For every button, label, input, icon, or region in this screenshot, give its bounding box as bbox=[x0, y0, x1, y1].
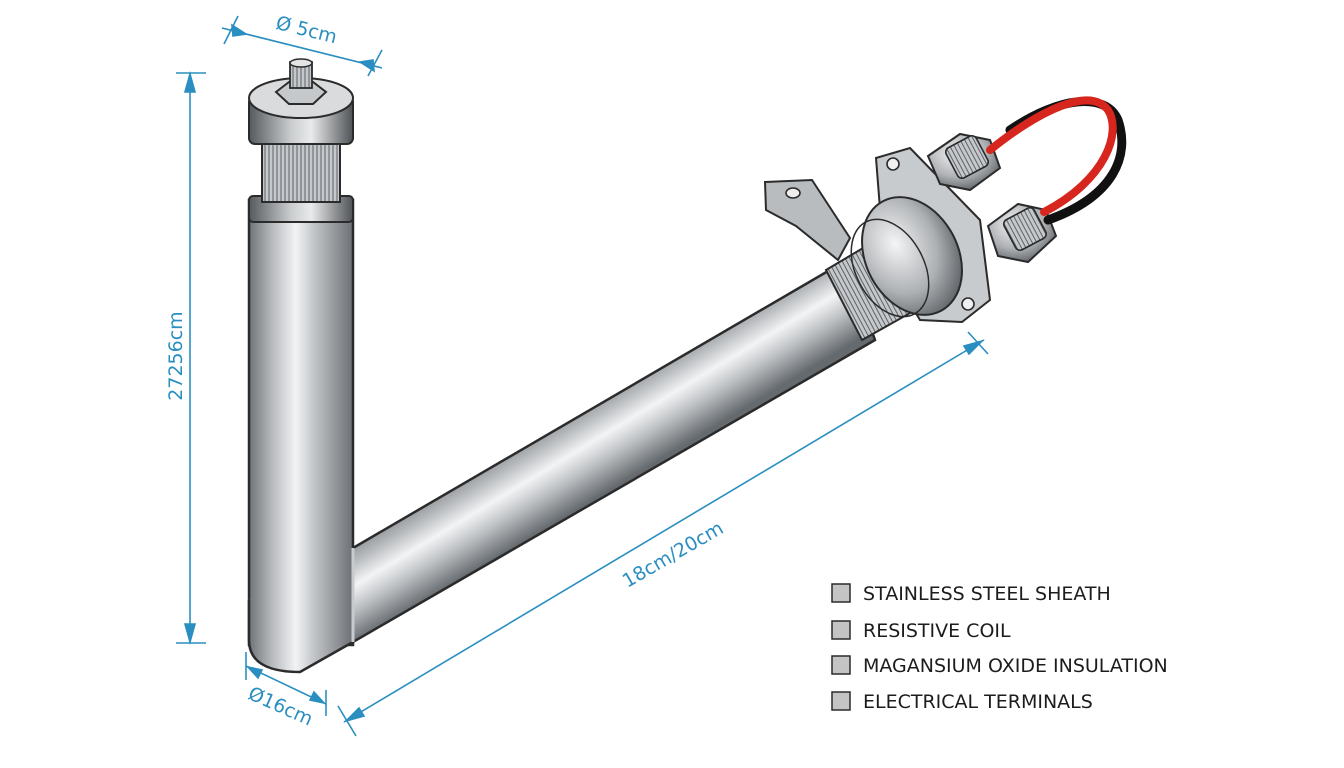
length-line bbox=[343, 339, 985, 723]
legend-swatch bbox=[831, 691, 851, 711]
legend: STAINLESS STEEL SHEATH RESISTIVE COIL MA… bbox=[831, 583, 1168, 713]
flange-body bbox=[861, 196, 963, 316]
legend-swatch bbox=[831, 620, 851, 640]
legend-swatch bbox=[831, 655, 851, 675]
dimension-lines bbox=[176, 15, 989, 737]
legend-item: MAGANSIUM OXIDE INSULATION bbox=[831, 655, 1168, 677]
bottom-diameter-label: Ø16cm bbox=[245, 683, 316, 731]
upper-gland-fitting bbox=[926, 132, 1002, 192]
heater-tube bbox=[247, 198, 877, 674]
legend-label: RESISTIVE COIL bbox=[863, 620, 1011, 642]
legend-swatch bbox=[831, 583, 851, 603]
legend-label: MAGANSIUM OXIDE INSULATION bbox=[863, 655, 1168, 677]
mounting-bracket bbox=[763, 178, 852, 262]
hex-nut bbox=[274, 81, 328, 105]
legend-label: ELECTRICAL TERMINALS bbox=[863, 691, 1093, 713]
red-wire bbox=[986, 96, 1117, 216]
right-terminal bbox=[763, 96, 1127, 342]
top-terminal bbox=[248, 58, 354, 223]
top-diameter-line bbox=[221, 27, 383, 69]
legend-item: STAINLESS STEEL SHEATH bbox=[831, 583, 1111, 605]
elbow bbox=[249, 560, 353, 672]
lower-gland-fitting bbox=[986, 202, 1058, 264]
top-knurled-sleeve bbox=[261, 139, 341, 203]
legend-item: ELECTRICAL TERMINALS bbox=[831, 691, 1093, 713]
length-label: 18cm/20cm bbox=[619, 517, 728, 592]
height-label: 27256cm bbox=[165, 311, 187, 400]
legend-item: RESISTIVE COIL bbox=[831, 620, 1011, 642]
legend-label: STAINLESS STEEL SHEATH bbox=[863, 583, 1111, 605]
